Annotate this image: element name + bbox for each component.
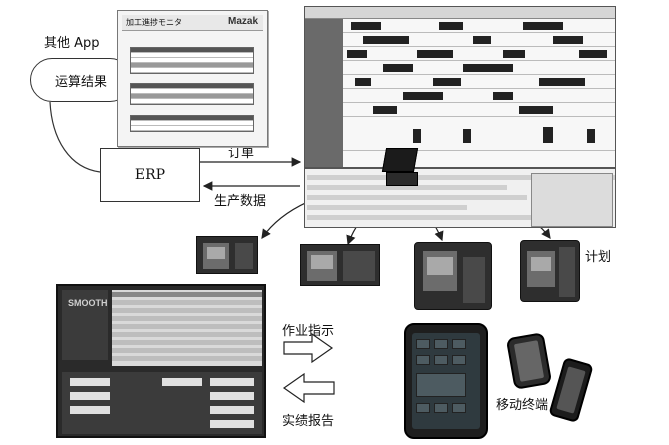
machine-tool-4-image (520, 240, 580, 302)
scheduler-row-headers (305, 19, 343, 167)
machine-tool-2-image (300, 244, 380, 286)
erp-label: ERP (134, 167, 166, 183)
machine-tool-1-image (196, 236, 258, 274)
cnc-hmi-screenshot: SMOOTH (56, 284, 266, 438)
plan-label: 计划 (585, 250, 612, 265)
work-instruction-arrow (283, 332, 334, 364)
app-screen-table-3 (130, 115, 254, 132)
order-label: 订单 (228, 146, 255, 161)
work-instruction-label: 作业指示 (282, 324, 335, 339)
app-screen-table-2 (130, 83, 254, 105)
machine-tool-3-image (414, 242, 492, 310)
app-screen-table-1 (130, 47, 254, 74)
actual-report-arrow (282, 372, 335, 404)
erp-box: ERP (100, 148, 200, 202)
hmi-side-panel: SMOOTH (62, 290, 108, 360)
tablet-screen (412, 333, 480, 429)
scheduler-toolbar (305, 7, 615, 19)
mazak-logo: Mazak (227, 16, 258, 27)
scheduler-gantt-chart (343, 19, 615, 167)
mobile-terminal-label: 移动终端 (496, 398, 549, 413)
scheduler-detail-panels (305, 167, 615, 227)
calc-result-label: 运算结果 (54, 74, 107, 90)
calc-result-bubble: 运算结果 (30, 58, 132, 102)
other-app-label: 其他 App (44, 36, 100, 51)
app-screen-title: 加工進捗モニタ (126, 18, 182, 27)
actual-report-label: 实绩报告 (282, 414, 335, 429)
hmi-detail-form (62, 372, 262, 434)
other-app-screenshot: 加工進捗モニタ Mazak (117, 10, 268, 147)
scheduler-screenshot (304, 6, 616, 228)
production-data-label: 生产数据 (214, 194, 267, 209)
result-to-erp-curve (49, 101, 101, 173)
hmi-program-list (112, 290, 262, 366)
tablet-terminal-image (404, 323, 488, 439)
app-screen-header: 加工進捗モニタ Mazak (122, 15, 263, 31)
smooth-logo: SMOOTH (68, 298, 108, 308)
server-workstation-image (380, 148, 422, 188)
